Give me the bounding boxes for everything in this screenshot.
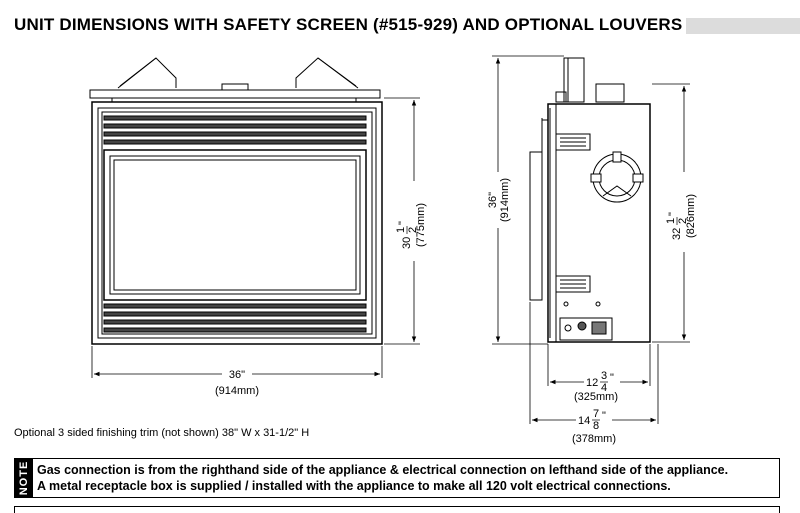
note-label: NOTE xyxy=(15,459,33,497)
front-height-unit: " xyxy=(397,221,409,225)
front-height-num: 1 xyxy=(395,227,407,233)
side-body-height-num: 1 xyxy=(665,218,677,224)
bottom-frame xyxy=(14,506,780,513)
side-overall-depth-num: 7 xyxy=(593,408,599,420)
side-overall-height-mm: (914mm) xyxy=(499,178,511,222)
front-height-whole: 30 xyxy=(401,237,413,249)
front-height-den: 2 xyxy=(407,227,419,233)
side-overall-height-text: 36" xyxy=(487,192,499,208)
title-bar: UNIT DIMENSIONS WITH SAFETY SCREEN (#515… xyxy=(0,14,800,40)
side-overall-depth-unit: " xyxy=(602,410,606,422)
side-body-height-mm: (826mm) xyxy=(685,194,697,238)
side-overall-depth-mm: (378mm) xyxy=(572,433,616,445)
front-view xyxy=(89,57,383,345)
side-body-height-den: 2 xyxy=(677,218,689,224)
front-width-mm: (914mm) xyxy=(215,385,259,397)
side-depth-whole: 12 xyxy=(586,377,598,389)
side-overall-height-label: 36" (914mm) xyxy=(487,172,511,228)
front-height-label: 30 1 2 " (775mm) xyxy=(395,181,427,261)
note-box: NOTE Gas connection is from the righthan… xyxy=(14,458,780,498)
note-label-text: NOTE xyxy=(18,460,30,496)
side-view xyxy=(529,57,651,343)
page-title: UNIT DIMENSIONS WITH SAFETY SCREEN (#515… xyxy=(14,15,687,35)
side-overall-depth-den: 8 xyxy=(593,420,599,432)
side-body-height-whole: 32 xyxy=(671,228,683,240)
side-body-height-label: 32 1 2 " (826mm) xyxy=(665,172,697,252)
front-height-mm: (775mm) xyxy=(415,203,427,247)
side-overall-depth-whole: 14 xyxy=(578,415,590,427)
note-line-1: Gas connection is from the righthand sid… xyxy=(37,463,729,477)
side-overall-depth-dimension xyxy=(529,302,659,424)
trim-note: Optional 3 sided finishing trim (not sho… xyxy=(14,427,310,439)
side-depth-num: 3 xyxy=(601,370,607,382)
note-text: Gas connection is from the righthand sid… xyxy=(37,462,728,494)
front-width-label: 36" xyxy=(229,369,245,381)
side-depth-den: 4 xyxy=(601,382,607,394)
side-depth-unit: " xyxy=(610,372,614,384)
side-depth-mm: (325mm) xyxy=(574,391,618,403)
side-body-height-unit: " xyxy=(667,212,679,216)
note-line-2: A metal receptacle box is supplied / ins… xyxy=(37,479,671,493)
